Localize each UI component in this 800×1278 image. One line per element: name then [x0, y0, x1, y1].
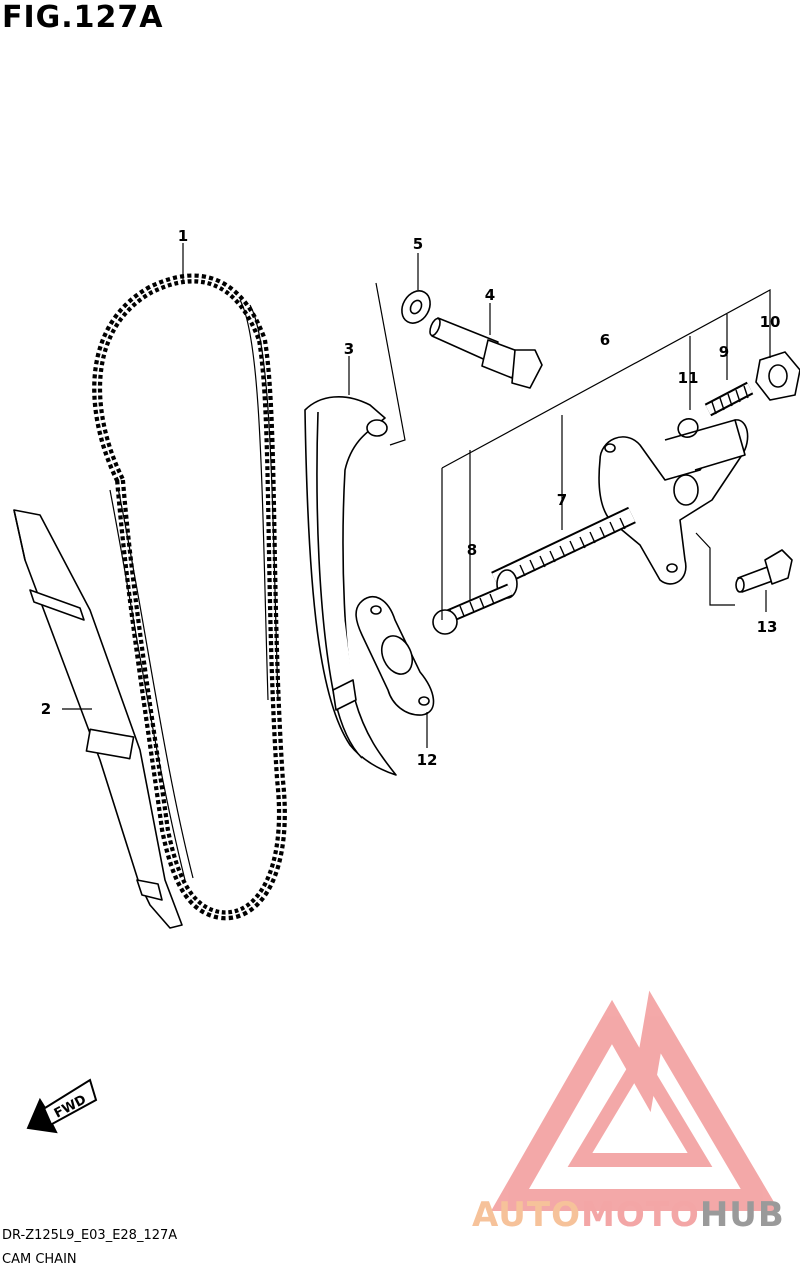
callout-13: 13 [757, 618, 778, 636]
callout-4: 4 [485, 286, 495, 304]
watermark-part-auto: AUTO [472, 1195, 581, 1235]
leader-lines [62, 243, 771, 748]
watermark-part-moto: MOTO [580, 1195, 700, 1235]
watermark-part-hub: HUB [699, 1195, 785, 1235]
chain-guide-part [13, 509, 183, 929]
callout-3: 3 [344, 340, 354, 358]
cam-chain-part [92, 273, 287, 921]
push-rod-part [491, 506, 636, 599]
pivot-bolt-part [429, 317, 543, 389]
callout-8: 8 [467, 541, 477, 559]
o-ring-part [677, 418, 699, 438]
callout-12: 12 [417, 751, 438, 769]
figure-title: FIG.127A [2, 0, 164, 35]
callout-11: 11 [678, 369, 699, 387]
callout-6: 6 [600, 331, 610, 349]
cap-nut-part [755, 351, 800, 401]
fwd-arrow-icon [26, 1078, 98, 1134]
washer-part [401, 290, 431, 324]
plunger-part [432, 583, 513, 635]
tensioner-body-part [598, 419, 749, 585]
callout-10: 10 [760, 313, 781, 331]
tensioner-shoe-part [304, 395, 397, 776]
callout-9: 9 [719, 343, 729, 361]
callout-1: 1 [178, 227, 188, 245]
callout-2: 2 [41, 700, 51, 718]
watermark-logo [491, 990, 780, 1211]
bolt-13-part [735, 549, 793, 593]
figure-code: DR-Z125L9_E03_E28_127A [2, 1228, 178, 1243]
watermark-text: AUTOMOTOHUB [472, 1195, 785, 1235]
gasket-part [355, 596, 435, 716]
callout-7: 7 [557, 491, 567, 509]
spring-part [704, 381, 754, 417]
callout-5: 5 [413, 235, 423, 253]
figure-caption: CAM CHAIN [2, 1252, 77, 1267]
